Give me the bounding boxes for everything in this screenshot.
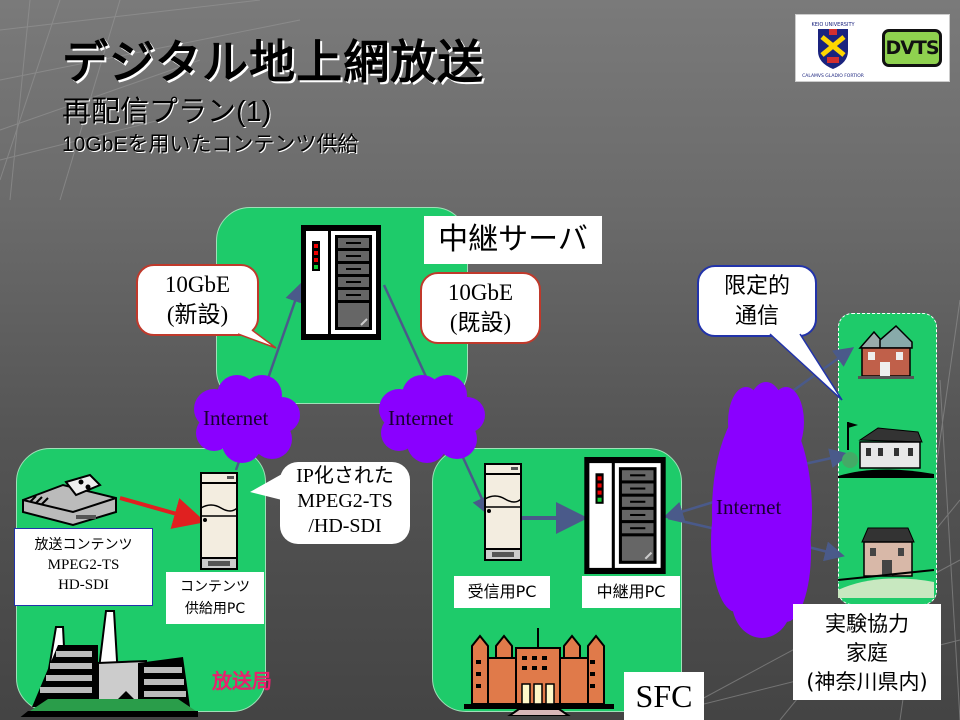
- relay-server-icon: [301, 225, 381, 340]
- house-1-icon: [858, 324, 914, 379]
- broadcast-content-line2: MPEG2-TS: [47, 557, 120, 573]
- callout-10gbe-existing: 10GbE (既設): [420, 272, 541, 344]
- limited-communication-callout: 限定的 通信: [697, 265, 817, 337]
- households-label-line1: 実験協力: [825, 612, 909, 636]
- ip-callout-tail: [250, 474, 282, 500]
- sfc-campus-building-icon: [464, 628, 614, 716]
- callout-10gbe-existing-line2: (既設): [449, 310, 512, 335]
- broadcast-station-building-icon: [20, 610, 198, 717]
- relay-pc-icon: [584, 457, 666, 574]
- keio-top-text: KEIO UNIVERSITY: [811, 22, 855, 28]
- receive-pc-label: 受信用PC: [454, 576, 550, 608]
- ip-content-callout: IP化された MPEG2-TS /HD-SDI: [280, 462, 410, 544]
- broadcast-content-box: 放送コンテンツ MPEG2-TS HD-SDI: [14, 528, 153, 606]
- internet-cloud-2-label: Internet: [388, 406, 454, 430]
- callout-10gbe-new-line2: (新設): [166, 302, 229, 327]
- households-label-line2: 家庭: [846, 641, 888, 665]
- callout-10gbe-existing-line1: 10GbE: [447, 280, 514, 305]
- slide-title: デジタル地上網放送: [62, 35, 485, 89]
- sfc-label: SFC: [624, 672, 704, 720]
- keio-logo-icon: KEIO UNIVERSITY CALAMVS GLADIO FORTIOR: [802, 22, 864, 79]
- broadcast-content-line1: 放送コンテンツ: [34, 537, 133, 553]
- ip-callout-line3: /HD-SDI: [308, 515, 382, 537]
- callout-10gbe-new: 10GbE (新設): [136, 264, 259, 336]
- arrow-content-to-pc: [119, 496, 206, 529]
- relay-pc-label: 中継用PC: [582, 576, 680, 608]
- slide-subtitle-detail: 10GbEを用いたコンテンツ供給: [62, 133, 359, 156]
- callout-10gbe-new-line1: 10GbE: [164, 272, 231, 297]
- households-label-line3: (神奈川県内): [806, 670, 928, 694]
- broadcast-station-label: 放送局: [212, 669, 272, 693]
- limited-callout-line2: 通信: [734, 304, 779, 329]
- callout-10gbe-new-tail: [237, 329, 277, 349]
- logos-panel: KEIO UNIVERSITY CALAMVS GLADIO FORTIOR D…: [795, 14, 950, 82]
- households-label: 実験協力 家庭 (神奈川県内): [793, 604, 941, 700]
- supply-pc-label-line1: コンテンツ: [180, 579, 250, 595]
- internet-cloud-1-icon: [194, 375, 300, 463]
- video-deck-icon: [22, 473, 117, 527]
- keio-motto: CALAMVS GLADIO FORTIOR: [802, 73, 864, 79]
- link-to-house-2: [799, 448, 850, 469]
- internet-cloud-2-icon: [379, 375, 485, 463]
- slide-subtitle: 再配信プラン(1): [62, 96, 272, 128]
- limited-callout-tail: [769, 333, 843, 401]
- internet-cloud-3-label: Internet: [716, 495, 782, 519]
- ip-callout-line1: IP化された: [296, 465, 394, 487]
- supply-pc-label: コンテンツ 供給用PC: [166, 572, 264, 624]
- dvts-logo-icon: DVTS: [882, 29, 942, 67]
- house-2-icon: [838, 422, 934, 478]
- dvts-text: DVTS: [885, 37, 939, 59]
- broadcast-content-line3: HD-SDI: [58, 577, 109, 593]
- internet-cloud-3-icon: [711, 382, 812, 638]
- supply-pc-label-line2: 供給用PC: [184, 601, 246, 617]
- internet-cloud-1-label: Internet: [203, 406, 269, 430]
- receive-pc-icon: [484, 463, 522, 561]
- ip-callout-line2: MPEG2-TS: [297, 490, 393, 512]
- house-3-icon: [838, 527, 934, 598]
- limited-callout-line1: 限定的: [723, 274, 790, 299]
- link-cloud-to-relay-a: [663, 498, 721, 522]
- supply-pc-icon: [200, 472, 238, 570]
- link-cloud-to-relay-b: [667, 516, 721, 532]
- relay-server-label: 中継サーバ: [424, 216, 602, 264]
